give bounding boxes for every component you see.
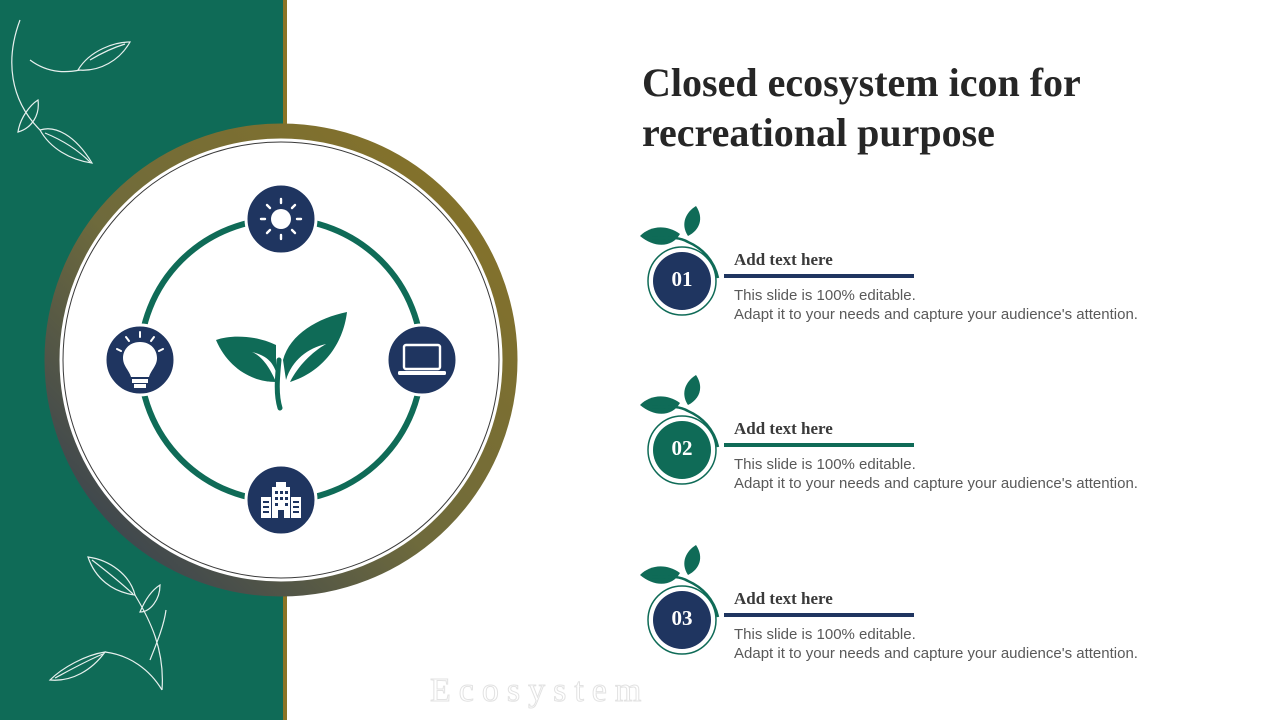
leaf-badge-icon xyxy=(640,375,720,485)
sun-icon xyxy=(259,197,303,241)
item-description-line-2: Adapt it to your needs and capture your … xyxy=(734,306,1138,323)
item-number: 03 xyxy=(671,606,693,630)
sun-node xyxy=(244,182,318,256)
list-item: 01 Add text here This slide is 100% edit… xyxy=(638,206,1238,326)
item-heading: Add text here xyxy=(734,250,833,269)
lightbulb-icon xyxy=(116,331,164,388)
office-building-icon xyxy=(261,482,301,518)
laptop-icon xyxy=(398,343,446,375)
item-description: This slide is 100% editable. Adapt it to… xyxy=(734,625,1234,663)
list-item: 03 Add text here This slide is 100% edit… xyxy=(638,545,1238,665)
list-item: 02 Add text here This slide is 100% edit… xyxy=(638,375,1238,495)
page-title-line-1: Closed ecosystem icon for xyxy=(642,60,1081,105)
item-description-line-2: Adapt it to your needs and capture your … xyxy=(734,645,1138,662)
item-heading: Add text here xyxy=(734,419,833,438)
item-description-line-1: This slide is 100% editable. xyxy=(734,456,916,473)
item-description-line-2: Adapt it to your needs and capture your … xyxy=(734,475,1138,492)
item-description: This slide is 100% editable. Adapt it to… xyxy=(734,286,1234,324)
building-node xyxy=(244,463,318,537)
lightbulb-node xyxy=(103,323,177,397)
item-heading-underline xyxy=(724,443,914,447)
two-leaf-sprout-icon xyxy=(216,312,347,411)
item-description-line-1: This slide is 100% editable. xyxy=(734,287,916,304)
decorative-leaf-vine-top-icon xyxy=(11,19,132,164)
item-description-line-1: This slide is 100% editable. xyxy=(734,626,916,643)
item-description: This slide is 100% editable. Adapt it to… xyxy=(734,455,1234,493)
leaf-badge-icon xyxy=(640,206,720,316)
laptop-node xyxy=(385,323,459,397)
item-heading-underline xyxy=(724,274,914,278)
item-heading-underline xyxy=(724,613,914,617)
page-title-line-2: recreational purpose xyxy=(642,110,995,155)
item-number: 01 xyxy=(671,267,693,291)
item-heading: Add text here xyxy=(734,589,833,608)
inner-thin-ring xyxy=(62,141,500,579)
decorative-leaf-vine-bottom-icon xyxy=(48,556,167,691)
watermark-text: Ecosystem xyxy=(429,672,650,710)
leaf-badge-icon xyxy=(640,545,720,655)
page-title: Closed ecosystem icon for recreational p… xyxy=(642,58,1242,158)
item-number: 02 xyxy=(671,436,693,460)
